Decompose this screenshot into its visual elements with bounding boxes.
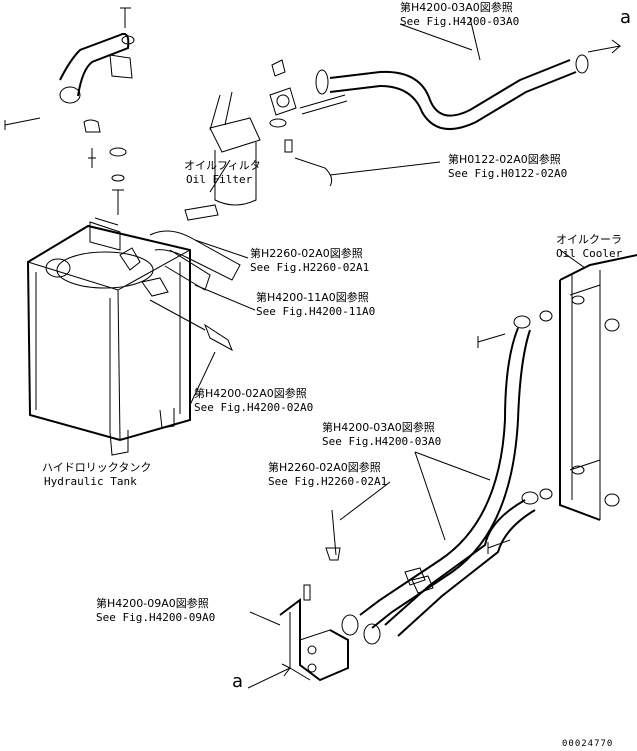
ref-h4200-03b-en: See Fig.H4200-03A0 bbox=[322, 435, 442, 448]
leader-lines bbox=[189, 23, 586, 689]
ref-h4200-02-en: See Fig.H4200-02A0 bbox=[194, 401, 314, 414]
ref-h4200-02-jp: 第H4200-02A0図参照 bbox=[194, 387, 307, 400]
connector-mark-bottom: a bbox=[232, 671, 244, 692]
ref-h2260-b-en: See Fig.H2260-02A1 bbox=[268, 475, 388, 488]
upper-center-fittings bbox=[149, 59, 348, 352]
hydraulic-tank-label-jp: ハイドロリックタンク bbox=[42, 461, 152, 474]
ref-h2260-a-jp: 第H2260-02A0図参照 bbox=[250, 247, 363, 260]
hydraulic-tank bbox=[26, 217, 191, 456]
drawing-number: 00024770 bbox=[562, 739, 614, 749]
top-ref-en: See Fig.H4200-03A0 bbox=[400, 15, 520, 28]
top-ref-jp: 第H4200-03A0図参照 bbox=[400, 1, 513, 14]
oil-filter-label-jp: オイルフィルタ bbox=[184, 159, 261, 172]
ref-h4200-11-en: See Fig.H4200-11A0 bbox=[256, 305, 376, 318]
ref-h4200-03b-jp: 第H4200-03A0図参照 bbox=[322, 421, 435, 434]
ref-h0122-jp: 第H0122-02A0図参照 bbox=[448, 153, 561, 166]
ref-h4200-11-jp: 第H4200-11A0図参照 bbox=[256, 291, 369, 304]
connector-mark-top: a bbox=[620, 7, 632, 28]
oil-filter-label-en: Oil Filter bbox=[186, 173, 253, 186]
ref-h2260-a-en: See Fig.H2260-02A1 bbox=[250, 261, 370, 274]
ref-h4200-09-en: See Fig.H4200-09A0 bbox=[96, 611, 216, 624]
ref-h4200-09-jp: 第H4200-09A0図参照 bbox=[96, 597, 209, 610]
top-hose-line bbox=[315, 17, 622, 130]
hydraulic-tank-label-en: Hydraulic Tank bbox=[44, 475, 137, 488]
valve-bracket bbox=[279, 584, 349, 682]
oil-cooler bbox=[539, 254, 637, 521]
ref-h0122-en: See Fig.H0122-02A0 bbox=[448, 167, 568, 180]
ref-h2260-b-jp: 第H2260-02A0図参照 bbox=[268, 461, 381, 474]
oil-cooler-label-jp: オイルクーラ bbox=[556, 233, 622, 246]
oil-filter-assembly bbox=[4, 7, 261, 215]
oil-cooler-label-en: Oil Cooler bbox=[556, 247, 623, 260]
lower-hose-lines bbox=[325, 315, 539, 645]
